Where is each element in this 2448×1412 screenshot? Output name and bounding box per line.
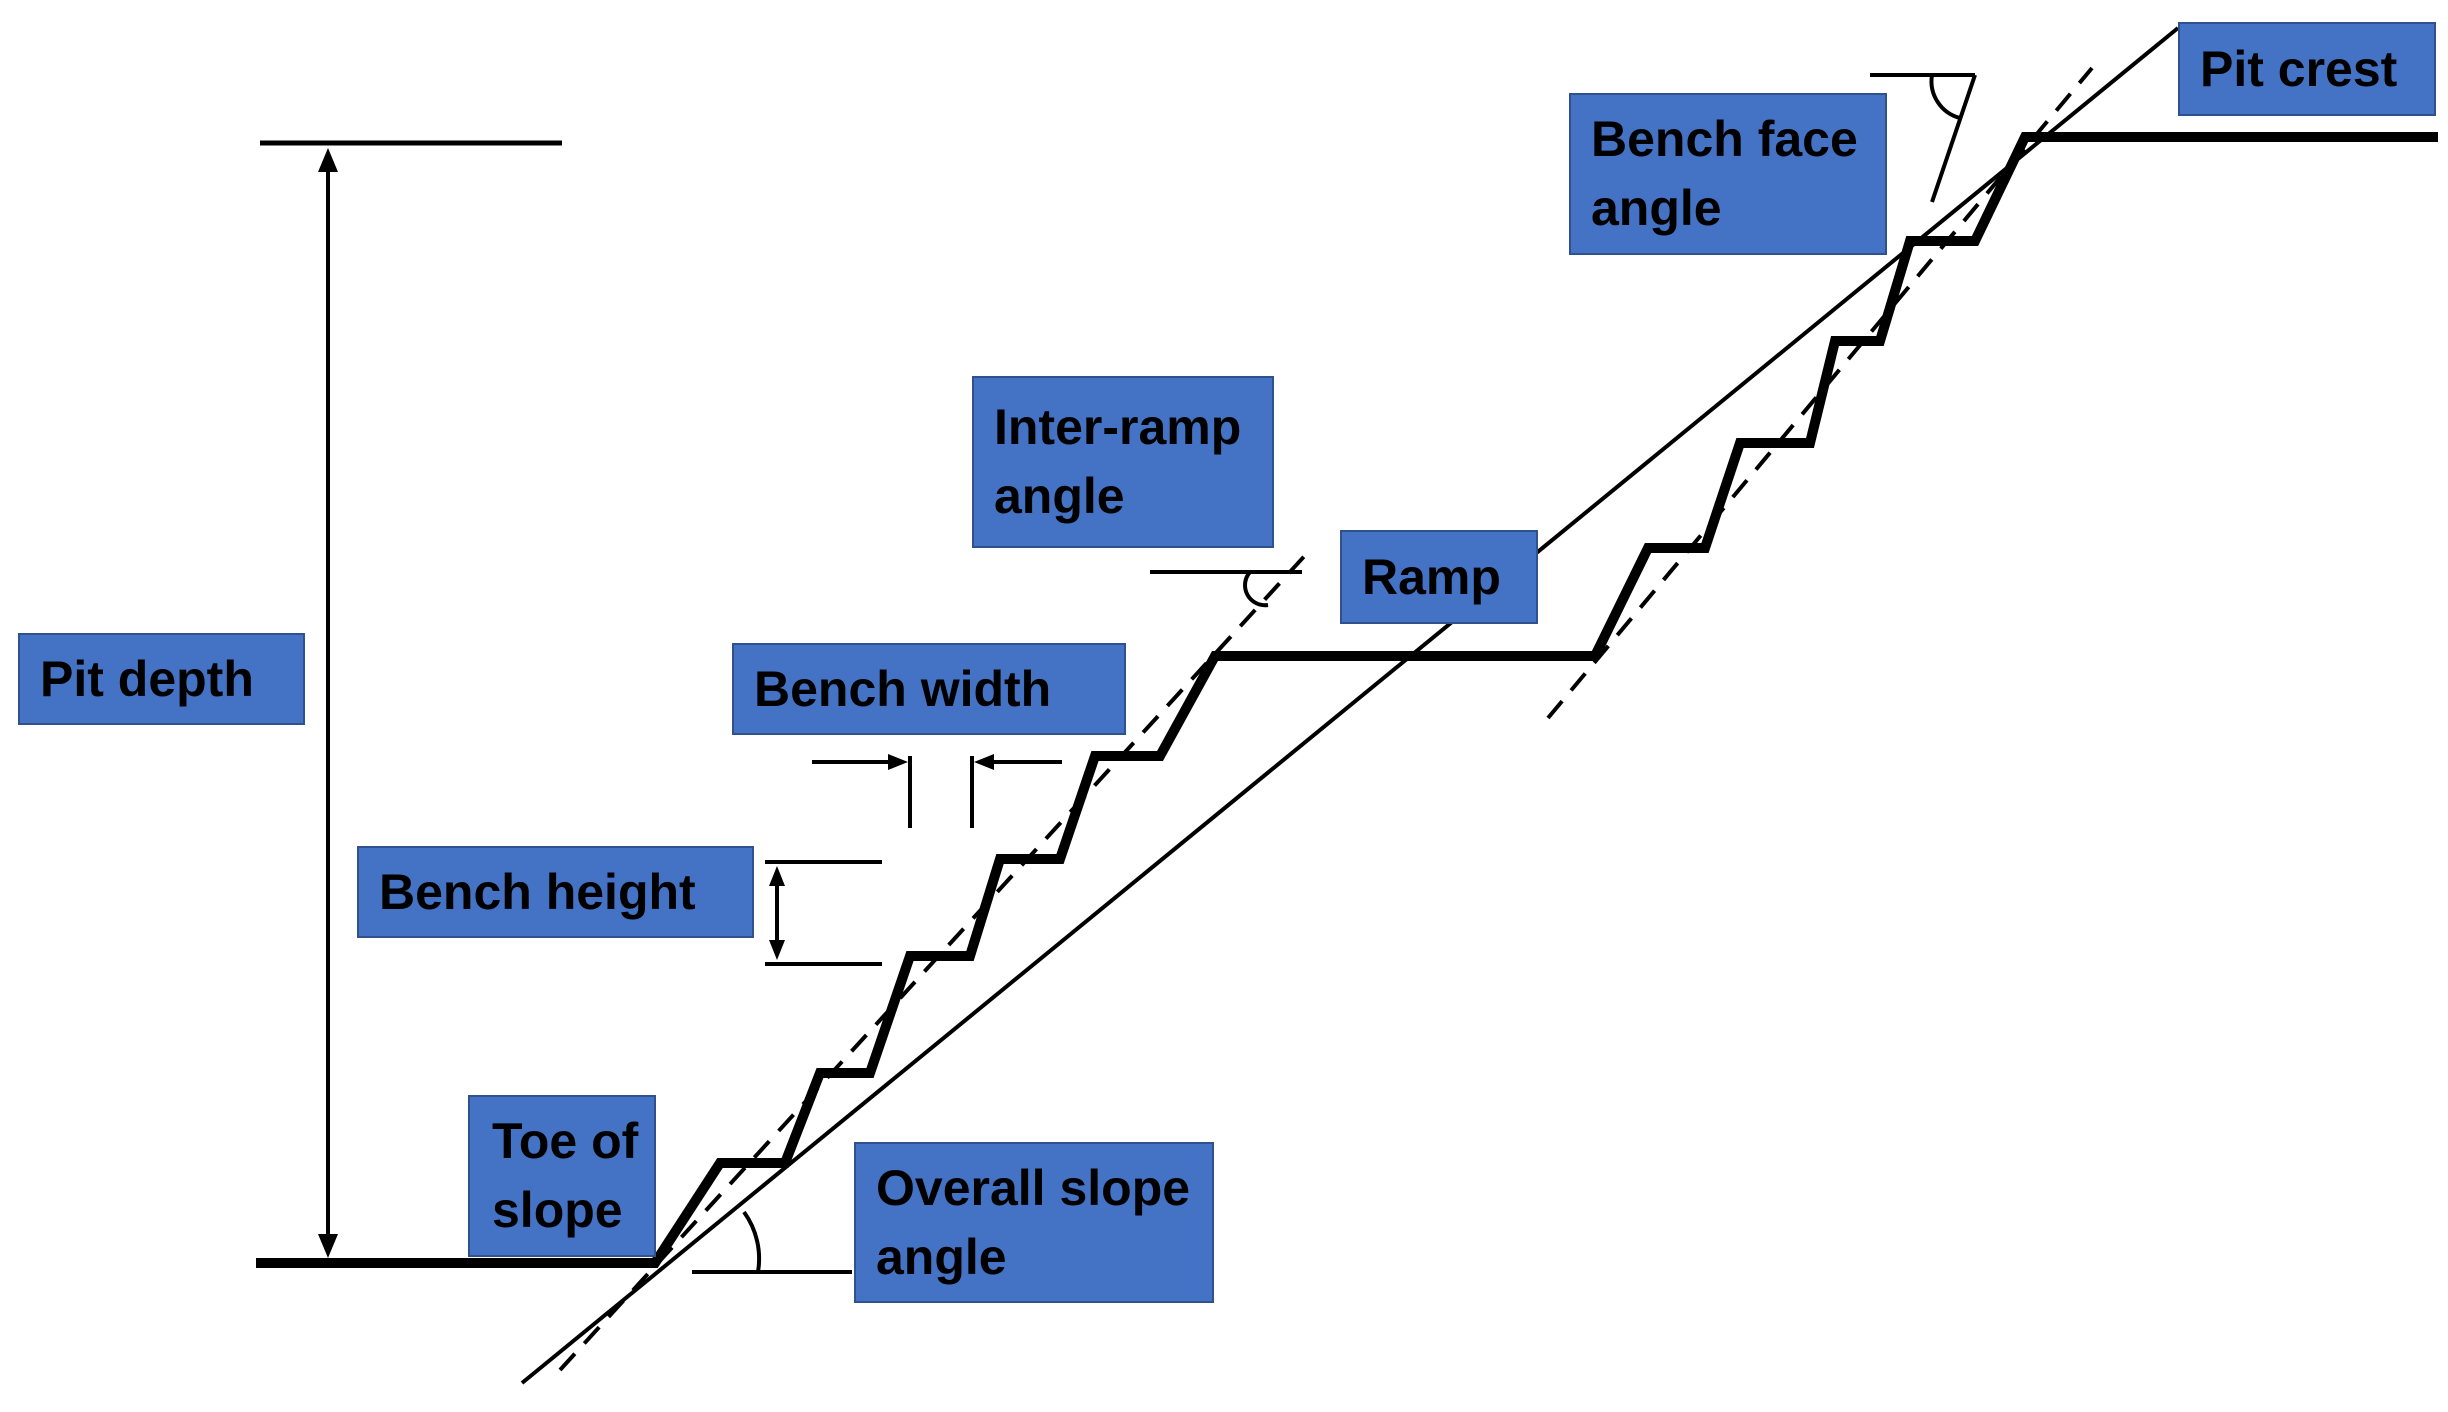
inter-ramp-angle-label: Inter-ramp angle xyxy=(972,376,1274,548)
pit-crest-label: Pit crest xyxy=(2178,22,2436,116)
bench-face-angle-text-line1: Bench face xyxy=(1591,111,1858,167)
pit-crest-text: Pit crest xyxy=(2200,40,2398,97)
toe-of-slope-text-line1: Toe of xyxy=(492,1113,639,1169)
bench-face-angle-text-line2: angle xyxy=(1591,180,1722,236)
pit-depth-arrowhead-bottom xyxy=(318,1234,338,1258)
slope-profile xyxy=(256,132,2438,1268)
pit-depth-arrowhead-top xyxy=(318,148,338,172)
toe-of-slope-label: Toe of slope xyxy=(468,1095,656,1257)
bench-face-angle-arc xyxy=(1929,74,1961,120)
overall-slope-line xyxy=(520,26,2180,1385)
toe-of-slope-text-line2: slope xyxy=(492,1182,623,1238)
bench-width-label: Bench width xyxy=(732,643,1126,735)
inter-ramp-angle-text-line2: angle xyxy=(994,468,1125,524)
bench-height-text: Bench height xyxy=(379,863,696,920)
bench-height-arrowhead-bottom xyxy=(769,940,785,960)
pit-depth-text: Pit depth xyxy=(40,650,254,707)
bench-width-text: Bench width xyxy=(754,660,1052,717)
ramp-text: Ramp xyxy=(1362,548,1501,605)
bench-face-angle-face-line xyxy=(1930,74,1977,203)
bench-height-label: Bench height xyxy=(357,846,754,938)
bench-face-angle-label: Bench face angle xyxy=(1569,93,1887,255)
ramp-label: Ramp xyxy=(1340,530,1538,624)
bench-width-left-arrowhead xyxy=(888,754,908,770)
overall-slope-angle-text-line2: angle xyxy=(876,1228,1007,1285)
inter-ramp-angle-text-line1: Inter-ramp xyxy=(994,399,1242,455)
pit-depth-label: Pit depth xyxy=(18,633,305,725)
bench-width-right-arrowhead xyxy=(974,754,994,770)
bench-height-arrowhead-top xyxy=(769,866,785,886)
overall-slope-angle-text-line1: Overall slope xyxy=(876,1159,1191,1216)
inter-ramp-dashed-line-lower xyxy=(558,548,1312,1372)
overall-slope-angle-arc xyxy=(742,1210,762,1273)
inter-ramp-angle-arc xyxy=(1243,570,1269,608)
overall-slope-angle-label: Overall slope angle xyxy=(854,1142,1214,1303)
